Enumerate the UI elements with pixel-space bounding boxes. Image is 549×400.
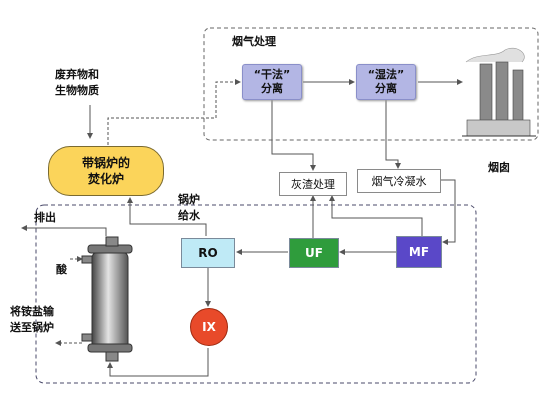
chimney-label: 烟囱 bbox=[488, 161, 510, 174]
ro-unit: RO bbox=[181, 238, 235, 268]
acid-label: 酸 bbox=[56, 263, 67, 276]
ash-treatment-box: 灰渣处理 bbox=[279, 172, 347, 196]
ix-unit: IX bbox=[190, 308, 228, 346]
water-treatment-region bbox=[35, 204, 477, 384]
uf-unit: UF bbox=[289, 238, 339, 268]
wet-separation-stage: “湿法” 分离 bbox=[356, 64, 416, 100]
dry-separation-stage: “干法” 分离 bbox=[242, 64, 302, 100]
flue-condensate-box: 烟气冷凝水 bbox=[357, 169, 441, 193]
waste-input-label: 废弃物和 生物物质 bbox=[55, 68, 99, 97]
boiler-feed-label: 锅炉 给水 bbox=[178, 193, 200, 222]
mf-unit: MF bbox=[396, 236, 442, 268]
flue-gas-title: 烟气处理 bbox=[232, 35, 276, 48]
incinerator-with-boiler: 带锅炉的 焚化炉 bbox=[48, 146, 164, 196]
discharge-label: 排出 bbox=[34, 211, 56, 224]
flue-gas-region bbox=[203, 27, 539, 141]
chimney-icon bbox=[462, 47, 536, 137]
ion-exchange-column-icon bbox=[81, 236, 133, 362]
ammonium-to-boiler-label: 将铵盐输 送至锅炉 bbox=[10, 305, 54, 334]
